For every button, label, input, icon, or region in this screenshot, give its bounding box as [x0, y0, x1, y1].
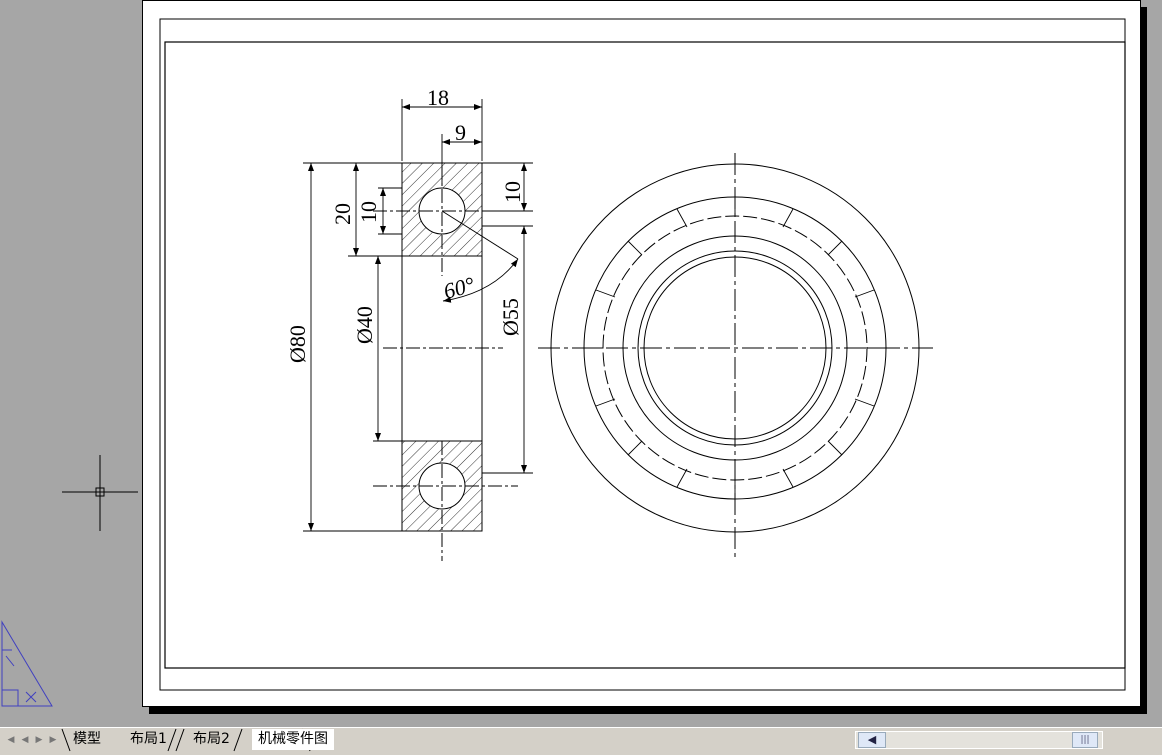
dim-18: 18	[427, 85, 449, 110]
tab-layout1[interactable]: 布局1	[130, 731, 167, 747]
scroll-left-icon[interactable]: ◀	[858, 732, 886, 748]
tab-layout2[interactable]: 布局2	[193, 731, 230, 747]
model-space-viewport[interactable]: 18 9 10 20 10 Ø80 Ø40 Ø55 60°	[0, 0, 1162, 727]
first-tab-button[interactable]: ◀	[7, 735, 15, 745]
tab-model[interactable]: 模型	[73, 731, 101, 747]
dimension-lines	[303, 99, 533, 532]
dim-10-right: 10	[500, 181, 525, 203]
tab-dividers	[61, 728, 311, 752]
prev-tab-button[interactable]: ◀	[21, 735, 29, 745]
next-tab-button[interactable]: ▶	[35, 735, 43, 745]
section-view	[373, 162, 533, 561]
layout-paper-sheet[interactable]: 18 9 10 20 10 Ø80 Ø40 Ø55 60°	[142, 0, 1141, 707]
dim-9: 9	[455, 120, 466, 145]
dim-10-left: 10	[356, 201, 381, 223]
drawing-frame	[164, 41, 1126, 669]
crosshair-cursor	[62, 455, 138, 531]
horizontal-scrollbar[interactable]: ◀ |||	[855, 731, 1103, 749]
dim-dia-80: Ø80	[285, 325, 310, 363]
tab-mechanical-part[interactable]: 机械零件图	[252, 729, 334, 750]
dim-20: 20	[330, 203, 355, 225]
ucs-icon	[1, 620, 53, 707]
front-view	[538, 153, 933, 561]
dim-dia-55: Ø55	[498, 298, 523, 336]
bearing-drawing[interactable]: 18 9 10 20 10 Ø80 Ø40 Ø55 60°	[143, 1, 1142, 708]
layout-tab-bar: ◀ ◀ ▶ ▶ 模型 布局1 布局2 机械零件图 ◀ |||	[0, 727, 1162, 755]
scroll-thumb[interactable]: |||	[1072, 732, 1098, 748]
dim-dia-40: Ø40	[352, 306, 377, 344]
last-tab-button[interactable]: ▶	[49, 735, 57, 745]
